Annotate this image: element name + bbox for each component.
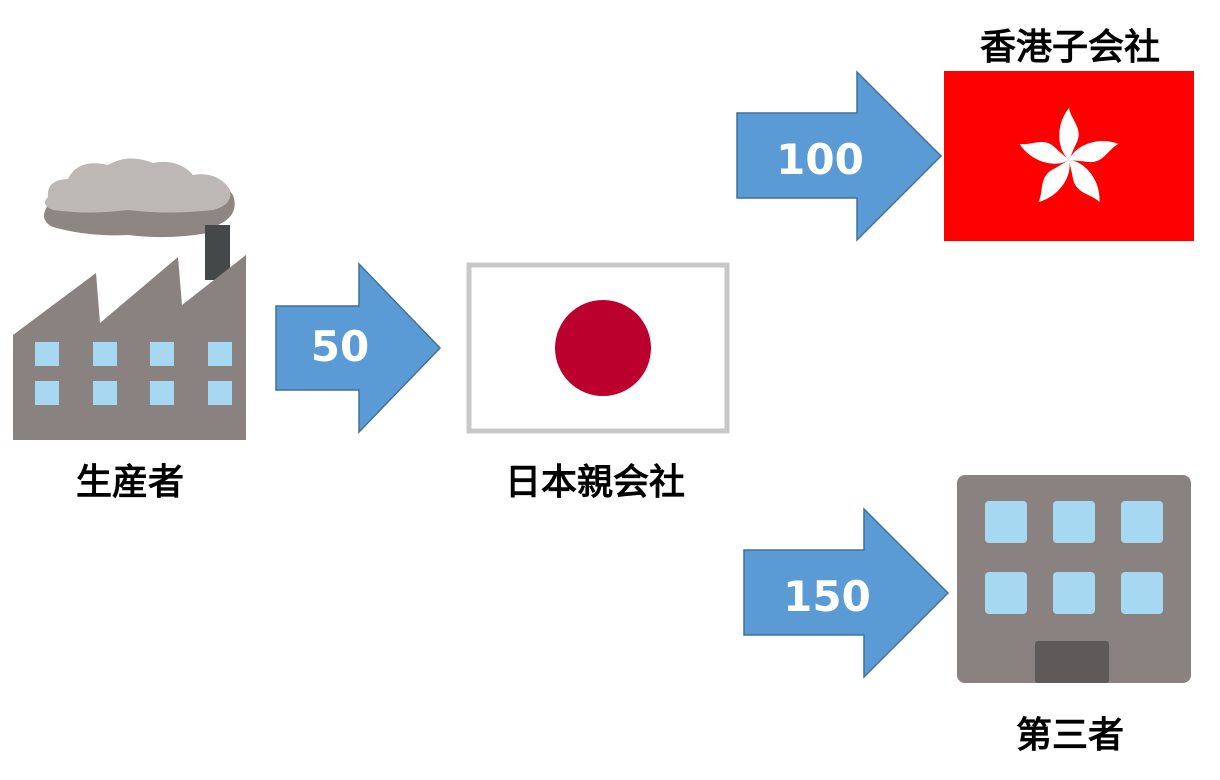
third-party-label: 第三者 — [1015, 715, 1124, 756]
bauhinia-flower — [1019, 108, 1119, 203]
flow-arrow-to-third-party — [743, 507, 950, 679]
building-door — [1035, 641, 1109, 683]
flow-value-to-hk: 100 — [776, 135, 864, 184]
hong-kong-flag-icon — [944, 71, 1194, 241]
flow-value-to-third-party: 150 — [783, 572, 871, 621]
smoke-cloud — [44, 158, 235, 238]
factory-body — [13, 255, 246, 440]
japan-flag-disc — [555, 300, 651, 396]
flow-arrow-producer-to-japan — [275, 262, 442, 434]
japan-parent-label: 日本親会社 — [504, 462, 685, 503]
flow-arrow-to-hk — [736, 70, 943, 242]
flow-value-producer-to-japan: 50 — [310, 322, 370, 371]
office-building-icon — [957, 475, 1191, 683]
producer-label: 生産者 — [75, 462, 184, 503]
factory-windows — [35, 342, 232, 405]
factory-icon — [13, 158, 246, 440]
japan-flag-icon — [466, 262, 730, 434]
hk-subsidiary-label: 香港子会社 — [979, 27, 1160, 68]
building-windows — [985, 501, 1163, 614]
